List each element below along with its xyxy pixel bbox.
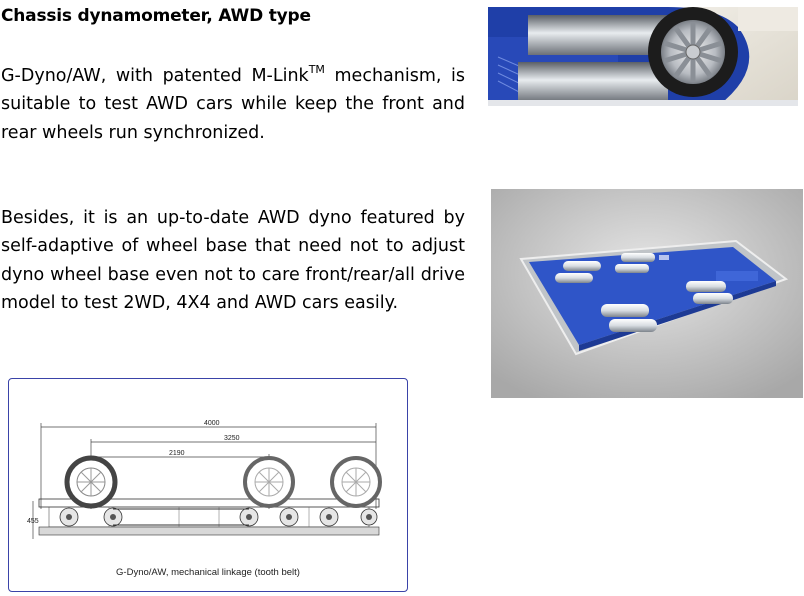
dim-3250: 3250 [224,435,240,442]
trademark-superscript: TM [308,63,325,76]
car-on-rollers-photo [488,7,798,106]
technical-drawing-panel: 4000 3250 2190 455 [8,378,408,592]
drawing-caption: G-Dyno/AW, mechanical linkage (tooth bel… [116,567,300,578]
rear-wheel-icon [330,456,382,508]
middle-wheel-icon [243,456,295,508]
intro-lead: G-Dyno/AW, with patented M-Link [1,66,309,86]
dim-4000: 4000 [204,420,220,427]
page-title: Chassis dynamometer, AWD type [1,6,311,26]
dim-455: 455 [27,518,39,525]
dim-2190: 2190 [169,450,185,457]
features-paragraph: Besides, it is an up-to-date AWD dyno fe… [1,208,465,313]
dyno-render-image [491,189,803,398]
front-wheel-icon [64,455,118,509]
mechanical-drawing: 4000 3250 2190 455 [27,420,382,539]
intro-paragraph: G-Dyno/AW, with patented M-LinkTM mechan… [1,62,465,147]
intro-rest: mechanism, is suitable to test AWD cars … [1,66,465,143]
